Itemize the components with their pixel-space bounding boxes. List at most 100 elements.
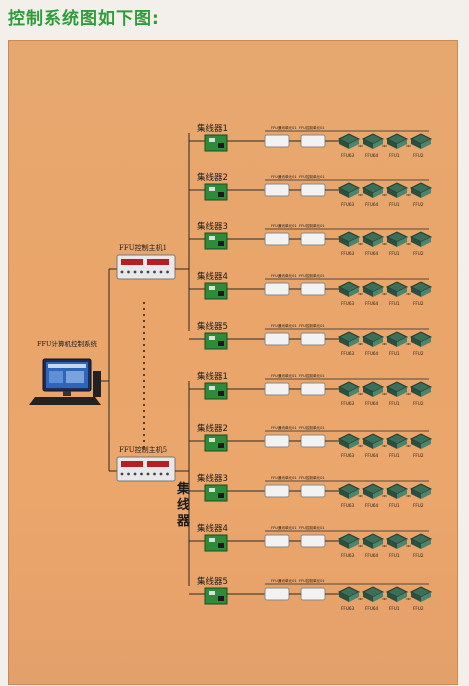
ffu-unit: [361, 483, 385, 499]
ffu-unit: [409, 182, 433, 198]
ffu-label: FFU2: [413, 453, 424, 458]
bus-label: FFU通讯单元01: [271, 125, 297, 130]
ffu-chain-dots: [382, 495, 387, 497]
ffu-unit: [337, 331, 361, 347]
page-heading: 控制系统图如下图:: [8, 9, 160, 29]
bus-label: FFU控制单元01: [299, 475, 325, 480]
ffu-label: FFU2: [413, 251, 424, 256]
hub-board: [204, 282, 228, 300]
ffu-chain-dots: [382, 445, 387, 447]
ffu-unit: [337, 533, 361, 549]
ffu-chain-dots: [382, 145, 387, 147]
ffu-unit: [361, 231, 385, 247]
computer-icon: [29, 358, 101, 405]
ffu-unit: [409, 533, 433, 549]
comm-unit: [264, 332, 326, 346]
ffu-label: FFU63: [341, 503, 355, 508]
bus-label: FFU控制单元01: [299, 174, 325, 179]
ffu-chain-dots: [358, 598, 363, 600]
hub-vertical-label-char: 器: [176, 514, 191, 529]
ffu-chain-dots: [406, 495, 411, 497]
ffu-label: FFU64: [365, 251, 379, 256]
ffu-chain-dots: [406, 145, 411, 147]
hub-label: 集线器1: [197, 123, 228, 134]
hub-board: [204, 183, 228, 201]
bus-label: FFU通讯单元01: [271, 425, 297, 430]
ffu-label: FFU63: [341, 153, 355, 158]
ffu-label: FFU2: [413, 401, 424, 406]
bus-label: FFU控制单元01: [299, 323, 325, 328]
ffu-unit: [361, 133, 385, 149]
ffu-label: FFU63: [341, 301, 355, 306]
controller-unit: [116, 456, 176, 482]
ffu-chain-dots: [358, 495, 363, 497]
ffu-chain-dots: [382, 545, 387, 547]
controller-label: FFU控制主机1: [119, 243, 167, 252]
ffu-unit: [361, 433, 385, 449]
hub-board: [204, 134, 228, 152]
ffu-chain-dots: [382, 293, 387, 295]
ffu-unit: [385, 483, 409, 499]
ffu-chain-dots: [382, 598, 387, 600]
hub-label: 集线器3: [197, 221, 228, 232]
ffu-chain-dots: [406, 293, 411, 295]
ffu-chain-dots: [406, 343, 411, 345]
ffu-unit: [337, 231, 361, 247]
ffu-chain-dots: [358, 545, 363, 547]
ffu-label: FFU1: [389, 153, 400, 158]
ffu-label: FFU1: [389, 503, 400, 508]
ffu-unit: [337, 281, 361, 297]
ffu-chain-dots: [406, 445, 411, 447]
ffu-unit: [337, 433, 361, 449]
ffu-chain-dots: [358, 393, 363, 395]
ffu-label: FFU63: [341, 202, 355, 207]
ffu-label: FFU1: [389, 553, 400, 558]
hub-board: [204, 434, 228, 452]
ffu-label: FFU64: [365, 202, 379, 207]
ffu-label: FFU1: [389, 251, 400, 256]
ffu-chain-dots: [382, 194, 387, 196]
ffu-label: FFU63: [341, 553, 355, 558]
ffu-label: FFU63: [341, 401, 355, 406]
bus-label: FFU通讯单元01: [271, 373, 297, 378]
ffu-unit: [409, 133, 433, 149]
ffu-unit: [385, 433, 409, 449]
ffu-label: FFU63: [341, 251, 355, 256]
ffu-unit: [385, 381, 409, 397]
ffu-label: FFU63: [341, 453, 355, 458]
bus-label: FFU通讯单元01: [271, 273, 297, 278]
ffu-label: FFU64: [365, 401, 379, 406]
ffu-label: FFU2: [413, 153, 424, 158]
ffu-label: FFU2: [413, 301, 424, 306]
ffu-label: FFU2: [413, 553, 424, 558]
hub-label: 集线器2: [197, 423, 228, 434]
comm-unit: [264, 587, 326, 601]
ffu-label: FFU64: [365, 153, 379, 158]
hub-vertical-label-char: 线: [177, 497, 190, 513]
ffu-unit: [409, 433, 433, 449]
ffu-label: FFU1: [389, 202, 400, 207]
controller-label: FFU控制主机5: [119, 445, 167, 454]
ffu-chain-dots: [358, 243, 363, 245]
ffu-unit: [361, 281, 385, 297]
ffu-label: FFU64: [365, 301, 379, 306]
ffu-unit: [361, 381, 385, 397]
ffu-unit: [385, 586, 409, 602]
ffu-label: FFU1: [389, 301, 400, 306]
ffu-unit: [337, 483, 361, 499]
ffu-unit: [337, 586, 361, 602]
ffu-unit: [409, 231, 433, 247]
ffu-label: FFU64: [365, 606, 379, 611]
ffu-unit: [385, 331, 409, 347]
ffu-label: FFU64: [365, 453, 379, 458]
ffu-chain-dots: [406, 243, 411, 245]
ffu-unit: [361, 331, 385, 347]
ffu-unit: [337, 182, 361, 198]
hub-board: [204, 332, 228, 350]
ffu-unit: [385, 133, 409, 149]
ffu-chain-dots: [406, 194, 411, 196]
ffu-unit: [385, 231, 409, 247]
bus-label: FFU通讯单元01: [271, 525, 297, 530]
bus-label: FFU控制单元01: [299, 525, 325, 530]
ffu-label: FFU2: [413, 351, 424, 356]
